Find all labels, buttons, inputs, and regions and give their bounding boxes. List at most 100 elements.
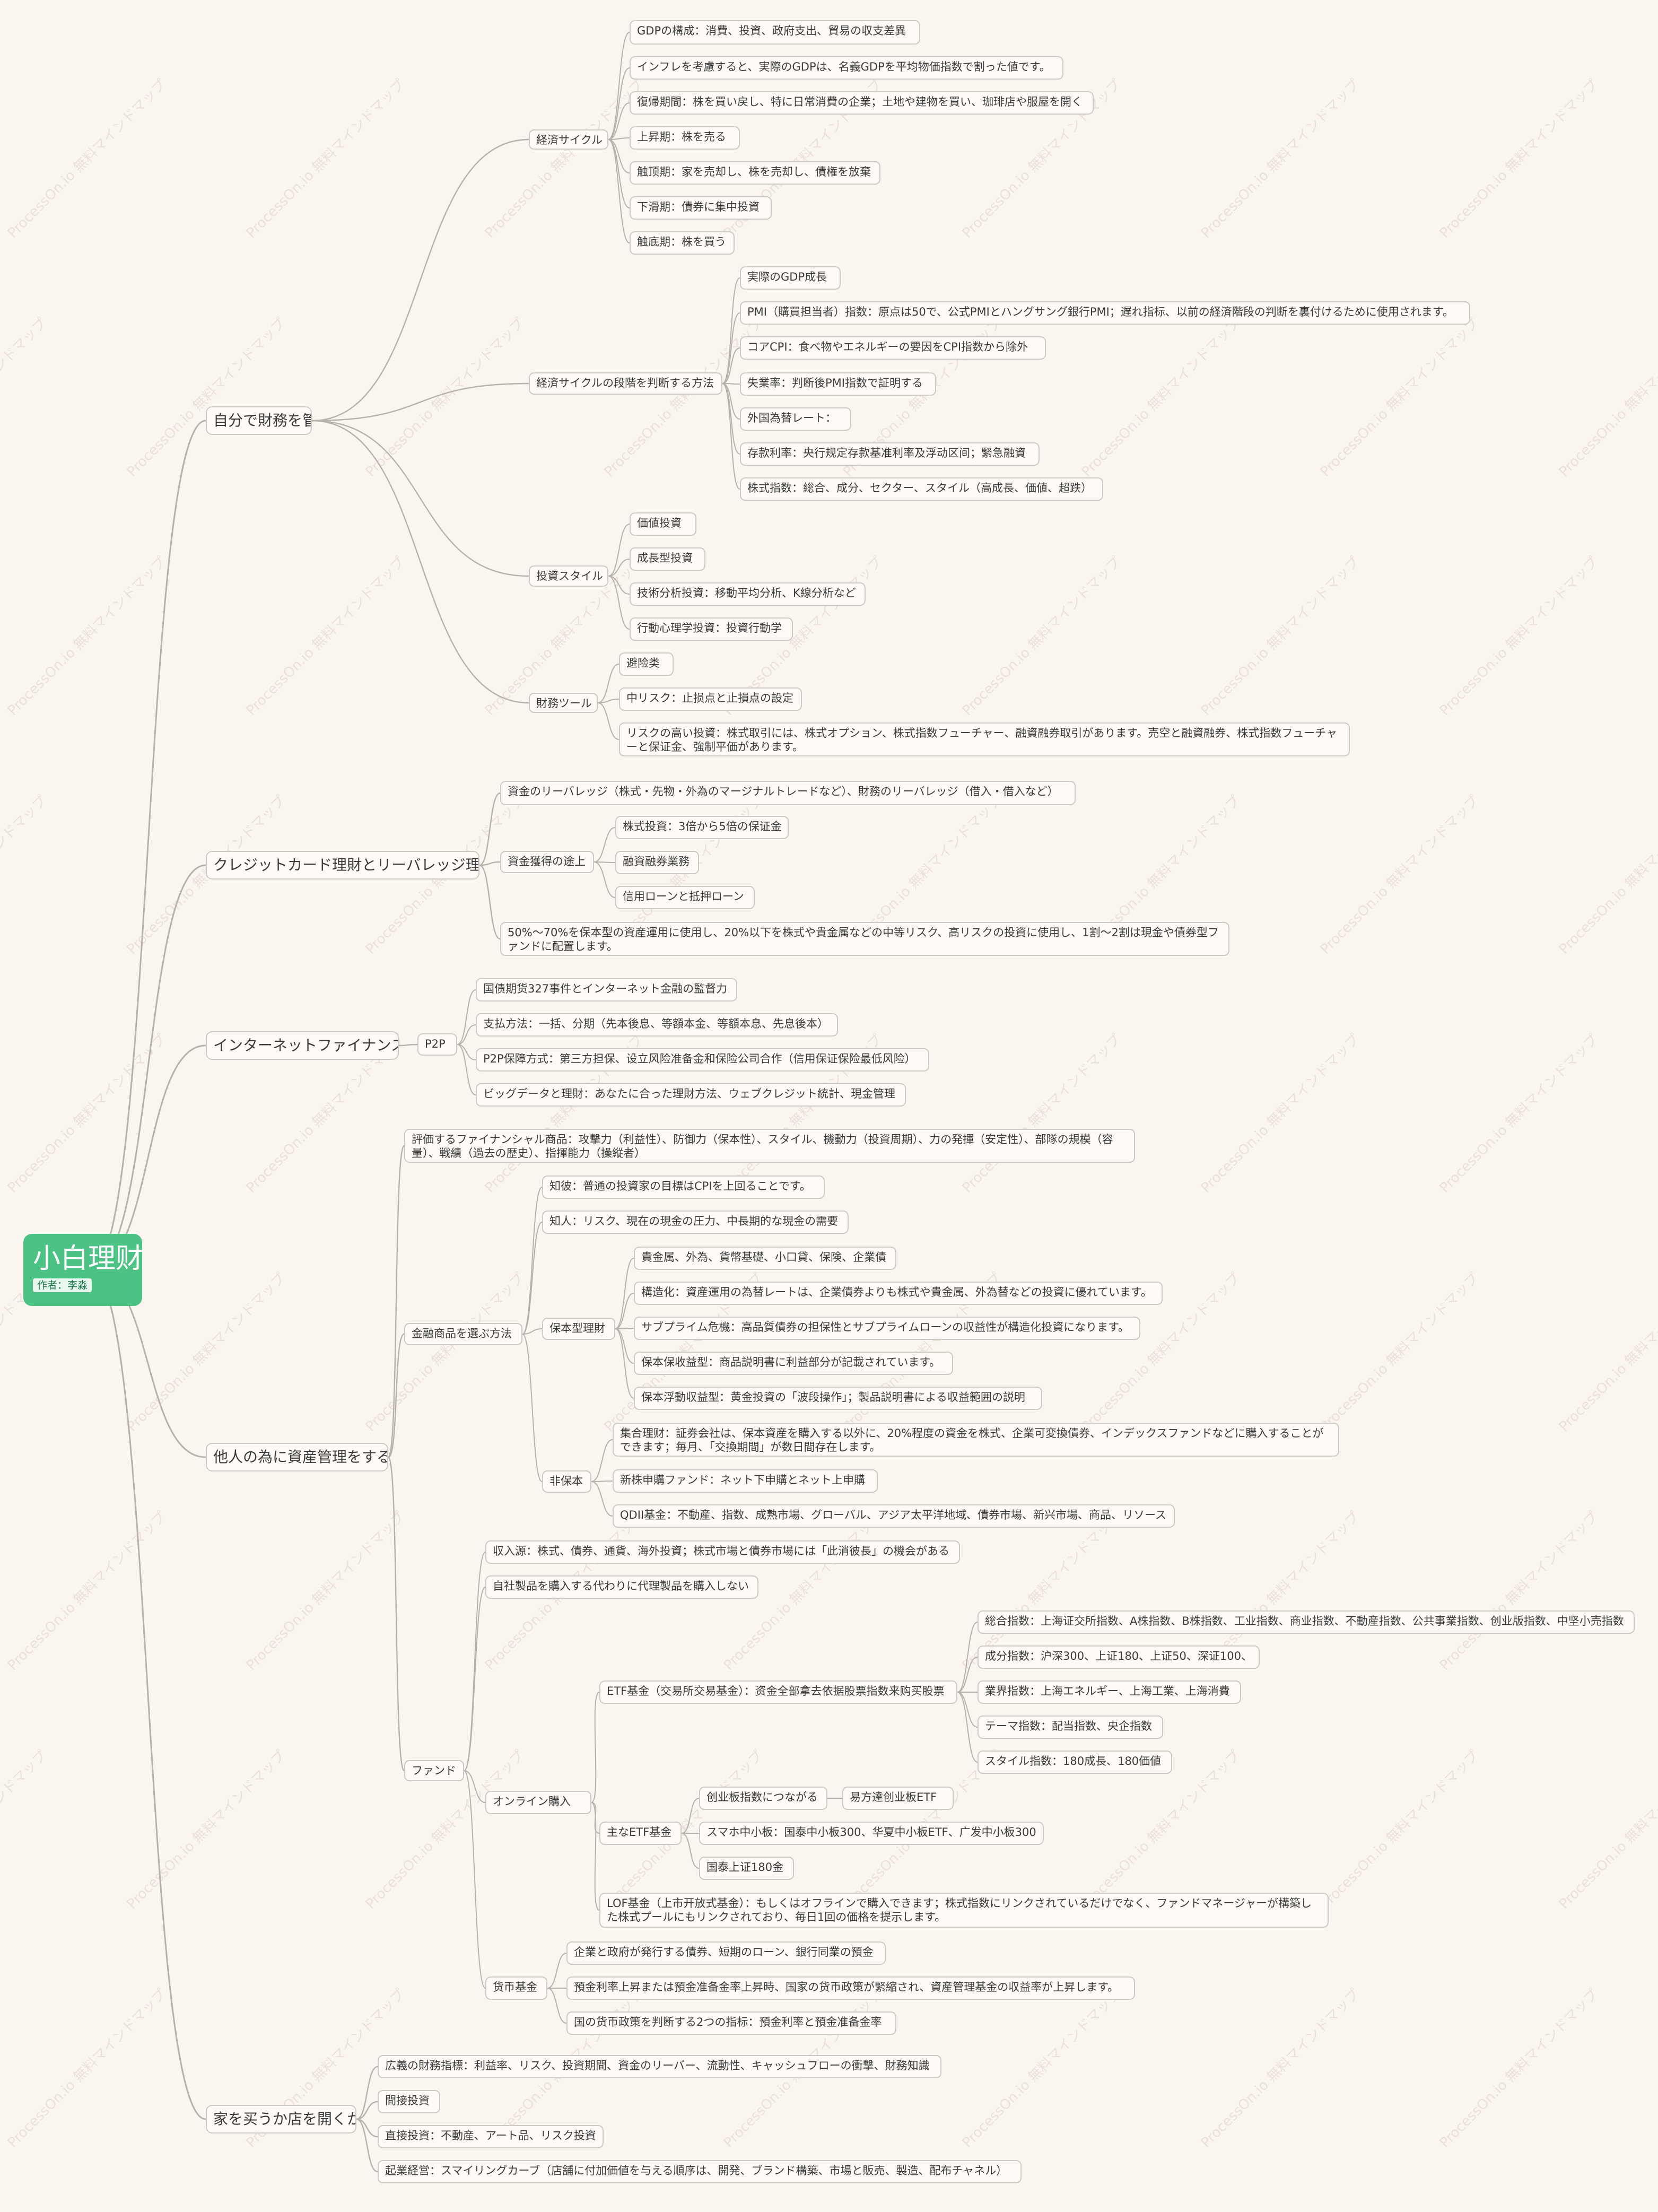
topic-node[interactable]: テーマ指数：配当指数、央企指数 <box>978 1715 1163 1739</box>
topic-node[interactable]: ファンド <box>404 1760 464 1781</box>
topic-node[interactable]: 業界指数：上海エネルギー、上海工業、上海消費 <box>978 1680 1241 1704</box>
branch-node[interactable]: 自分で財務を管理する際に知っておくべきこと <box>206 406 312 435</box>
topic-node[interactable]: 避险类 <box>619 652 674 676</box>
connector-line <box>591 1439 613 1482</box>
topic-node[interactable]: 復帰期間：株を買い戻し、特に日常消費の企業；土地や建物を買い、珈琲店や服屋を開く <box>630 91 1094 115</box>
topic-node[interactable]: QDII基金：不動産、指数、成熟市場、グローバル、アジア太平洋地域、債券市場、新… <box>613 1504 1175 1528</box>
root-node[interactable]: 小白理财 作者：李淼 <box>23 1234 143 1306</box>
topic-node[interactable]: 知彼：普通の投資家の目標はCPIを上回ることです。 <box>542 1175 825 1199</box>
topic-node[interactable]: 保本浮動収益型：黄金投資の「波段操作」；製品説明書による収益範囲の説明 <box>634 1387 1042 1410</box>
topic-node[interactable]: 貴金属、外為、貨幣基礎、小口貸、保険、企業債 <box>634 1247 896 1270</box>
topic-node[interactable]: 経済サイクルの段階を判断する方法 <box>529 372 722 395</box>
connector-line <box>608 102 630 140</box>
topic-node[interactable]: リスクの高い投資：株式取引には、株式オプション、株式指数フューチャー、融資融券取… <box>619 722 1350 756</box>
connector-line <box>311 382 529 422</box>
connector-line <box>398 1043 418 1047</box>
topic-node[interactable]: 行動心理学投資：投資行動学 <box>630 617 793 641</box>
topic-node[interactable]: 企業と政府が発行する債券、短期のローン、銀行同業の預金 <box>566 1941 886 1965</box>
topic-node[interactable]: サブプライム危機：高品質債券の担保性とサブプライムローンの収益性が構造化投資にな… <box>634 1317 1140 1340</box>
topic-node[interactable]: 直接投資：不動産、アート品、リスク投資 <box>378 2125 604 2148</box>
topic-node[interactable]: 中リスク：止损点と止損点の設定 <box>619 687 802 711</box>
topic-node[interactable]: 間接投資 <box>378 2090 440 2113</box>
topic-node[interactable]: 融資融券業務 <box>615 851 699 874</box>
topic-node[interactable]: 国の货币政策を判断する2つの指标：預金利率と預金准备金率 <box>566 2011 896 2035</box>
topic-node[interactable]: 株式指数：総合、成分、セクター、スタイル（高成長、価値、超跌） <box>740 477 1103 501</box>
topic-node[interactable]: 触顶期：家を売却し、株を売却し、債権を放棄 <box>630 161 880 185</box>
connector-line <box>457 1024 476 1045</box>
connector-line <box>608 576 630 595</box>
topic-node[interactable]: 構造化：資産運用の為替レートは、企業債券よりも株式や貴金属、外為替などの投資に優… <box>634 1282 1163 1305</box>
topic-node[interactable]: 国债期货327事件とインターネット金融の監督力 <box>476 978 737 1002</box>
branch-node[interactable]: インターネットファイナンス <box>206 1031 399 1060</box>
connector-line <box>608 524 630 577</box>
connector-line <box>591 1481 613 1482</box>
topic-node[interactable]: 国泰上证180金 <box>699 1857 794 1880</box>
topic-node[interactable]: 財務ツール <box>529 693 598 713</box>
connector-line <box>594 861 616 898</box>
topic-node[interactable]: PMI（購買担当者）指数：原点は50で、公式PMIとハングサング銀行PMI；遅れ… <box>740 301 1470 325</box>
connector-line <box>356 2066 378 2120</box>
topic-node[interactable]: 知人：リスク、現在の現金の圧力、中長期的な現金の需要 <box>542 1210 849 1234</box>
branch-node[interactable]: 他人の為に資産管理をする <box>206 1443 388 1471</box>
topic-node[interactable]: 信用ローンと抵押ローン <box>615 886 755 909</box>
topic-node[interactable]: 起業経営：スマイリングカーブ（店舗に付加価値を与える順序は、開発、ブランド構築、… <box>378 2160 1022 2183</box>
topic-node[interactable]: 主なETF基金 <box>599 1822 682 1845</box>
topic-node[interactable]: スマホ中小板：国泰中小板300、华夏中小板ETF、广发中小板300 <box>699 1822 1044 1845</box>
topic-node[interactable]: 成分指数：沪深300、上证180、上证50、深证100、 <box>978 1645 1260 1669</box>
topic-node[interactable]: 支払方法：一括、分期（先本後息、等額本金、等額本息、先息後本） <box>476 1013 838 1037</box>
topic-node[interactable]: 技術分析投資：移動平均分析、K線分析など <box>630 582 866 606</box>
connector-line <box>311 420 529 577</box>
topic-node[interactable]: 50%～70%を保本型の資産運用に使用し、20%以下を株式や貴金属などの中等リス… <box>500 922 1229 956</box>
topic-node[interactable]: 評価するファイナンシャル商品：攻撃力（利益性）、防御力（保本性）、スタイル、機動… <box>404 1129 1135 1163</box>
topic-node[interactable]: 金融商品を選ぶ方法 <box>404 1323 522 1345</box>
topic-node[interactable]: 株式投資：3倍から5倍の保证金 <box>615 816 789 839</box>
topic-node[interactable]: 価値投資 <box>630 512 696 536</box>
topic-node[interactable]: 経済サイクル <box>529 129 608 150</box>
topic-node[interactable]: P2P保障方式：第三方担保、设立风险准备金和保险公司合作（信用保证保险最低风险） <box>476 1048 929 1072</box>
topic-node[interactable]: LOF基金（上市开放式基金）：もしくはオフラインで購入できます；株式指数にリンク… <box>599 1893 1329 1928</box>
branch-node[interactable]: クレジットカード理財とリーバレッジ理財 <box>206 851 479 879</box>
topic-node[interactable]: 成長型投資 <box>630 547 705 571</box>
topic-node[interactable]: 自社製品を購入する代わりに代理製品を購入しない <box>485 1575 758 1599</box>
topic-node[interactable]: 失業率：判断後PMI指数で証明する <box>740 372 936 396</box>
branch-node[interactable]: 家を买うか店を開くか <box>206 2105 356 2133</box>
topic-node[interactable]: 非保本 <box>542 1470 591 1493</box>
topic-node[interactable]: ビッグデータと理財：あなたに合った理財方法、ウェブクレジット統計、現金管理 <box>476 1083 906 1107</box>
topic-node[interactable]: 預金利率上昇または預金准备金率上昇時、国家の货币政策が緊縮され、資産管理基金の収… <box>566 1976 1135 2000</box>
connector-line <box>608 559 630 577</box>
connector-line <box>479 861 501 866</box>
topic-node[interactable]: 触底期：株を買う <box>630 231 735 255</box>
topic-node[interactable]: 総合指数：上海证交所指数、A株指数、B株指数、工业指数、商业指数、不動産指数、公… <box>978 1610 1635 1634</box>
topic-node[interactable]: 易方達创业板ETF <box>842 1787 954 1810</box>
topic-node[interactable]: 投資スタイル <box>529 565 608 587</box>
topic-node[interactable]: コアCPI：食べ物やエネルギーの要因をCPI指数から除外 <box>740 336 1046 360</box>
topic-node[interactable]: 資金のリーバレッジ（株式・先物・外為のマージナルトレードなど）、財務のリーバレッ… <box>500 781 1076 805</box>
topic-node[interactable]: 存款利率：央行规定存款基准利率及浮动区间；緊急融資 <box>740 442 1040 466</box>
topic-node[interactable]: 外国為替レート： <box>740 407 851 431</box>
topic-node[interactable]: 収入源：株式、債券、通貨、海外投資；株式市場と債券市場には「此消彼長」の機会があ… <box>485 1540 960 1564</box>
topic-node[interactable]: P2P <box>417 1033 457 1056</box>
topic-node[interactable]: インフレを考慮すると、実際のGDPは、名義GDPを平均物価指数で割った値です。 <box>630 56 1063 80</box>
topic-node[interactable]: 保本型理財 <box>542 1318 615 1340</box>
connector-line <box>594 861 616 863</box>
topic-node[interactable]: 広義の財務指標：利益率、リスク、投資期間、資金のリーバー、流動性、キャッシュフロ… <box>378 2055 941 2078</box>
topic-node[interactable]: 上昇期：株を売る <box>630 126 740 150</box>
topic-node[interactable]: 資金獲得の途上 <box>500 851 594 873</box>
topic-node[interactable]: 货币基金 <box>485 1976 547 2000</box>
connector-line <box>957 1692 978 1728</box>
topic-node[interactable]: スタイル指数：180成長、180価値 <box>978 1751 1172 1774</box>
topic-node[interactable]: 下滑期：債券に集中投資 <box>630 196 772 220</box>
connector-line <box>608 139 630 173</box>
connector-line <box>957 1692 978 1763</box>
topic-node[interactable]: GDPの構成：消費、投資、政府支出、貿易の収支差異 <box>630 20 920 45</box>
connector-line <box>608 32 630 140</box>
topic-node[interactable]: 新株申購ファンド：ネット下申購とネット上申購 <box>613 1469 878 1493</box>
topic-node[interactable]: オンライン購入 <box>485 1791 591 1814</box>
topic-node[interactable]: ETF基金（交易所交易基金）：资金全部拿去依据股票指数来购买股票 <box>599 1680 957 1704</box>
topic-node[interactable]: 创业板指数につながる <box>699 1787 827 1810</box>
topic-node[interactable]: 保本保收益型：商品説明書に利益部分が記載されています。 <box>634 1352 953 1375</box>
topic-node[interactable]: 集合理财：証券会社は、保本資産を購入する以外に、20%程度の資金を株式、企業可変… <box>613 1423 1339 1457</box>
topic-node[interactable]: 実際のGDP成長 <box>740 266 841 290</box>
connector-line <box>608 67 630 140</box>
